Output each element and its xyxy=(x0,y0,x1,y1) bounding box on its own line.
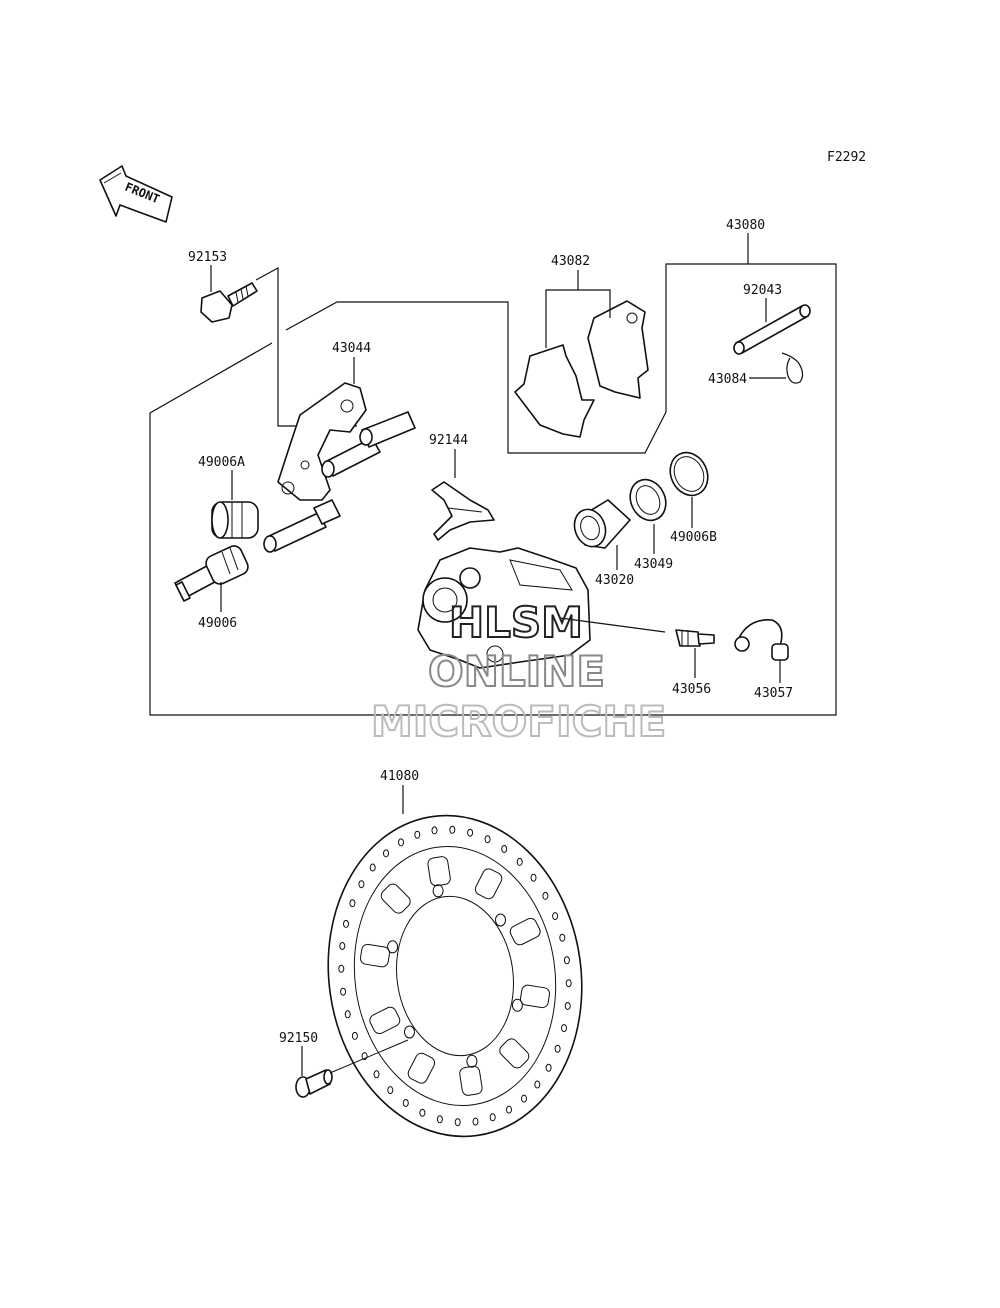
disc-window xyxy=(369,1006,401,1035)
disc-vent-hole xyxy=(521,1094,527,1103)
piston-43020 xyxy=(573,499,631,549)
disc-vent-hole xyxy=(369,863,376,872)
disc-vent-hole xyxy=(344,1010,351,1019)
part-label-49006: 49006 xyxy=(198,616,237,631)
caliper-assembly-outline xyxy=(149,263,837,716)
disc-vent-hole xyxy=(339,942,346,950)
disc-vent-hole xyxy=(552,912,559,921)
part-label-43057: 43057 xyxy=(754,686,793,701)
part-label-49006A: 49006A xyxy=(198,455,245,470)
disc-window xyxy=(509,917,541,946)
disc-vent-hole xyxy=(564,1002,571,1010)
part-label-49006B: 49006B xyxy=(670,530,717,545)
disc-vent-hole xyxy=(373,1070,380,1079)
part-label-92144: 92144 xyxy=(429,433,468,448)
disc-bolt-hole xyxy=(466,1054,478,1068)
brake-pads-43082 xyxy=(514,300,649,438)
disc-vent-hole xyxy=(561,1024,567,1033)
disc-vent-hole xyxy=(436,1115,443,1124)
disc-holes xyxy=(338,825,572,1127)
seal-49006b xyxy=(669,451,709,497)
part-label-92043: 92043 xyxy=(743,283,782,298)
front-arrow-icon: FRONT xyxy=(99,165,173,223)
disc-bolt-hole xyxy=(432,884,444,898)
part-label-43084: 43084 xyxy=(708,372,747,387)
disc-vent-hole xyxy=(501,845,508,853)
disc-vent-hole xyxy=(449,825,456,834)
disc-vent-hole xyxy=(454,1118,461,1127)
disc-vent-hole xyxy=(349,899,356,908)
disc-bolt-hole xyxy=(404,1025,415,1039)
disc-bolt-hole xyxy=(495,913,506,927)
boot-49006a xyxy=(211,501,259,539)
disc-window xyxy=(474,868,503,900)
disc-vent-hole xyxy=(419,1108,426,1117)
watermark-line3: MICROFICHE xyxy=(371,697,666,746)
disc-vent-hole xyxy=(387,1086,394,1095)
disc-bolt-hole xyxy=(387,940,399,954)
disc-vent-hole xyxy=(534,1080,541,1089)
brake-disc-41080 xyxy=(327,814,583,1138)
disc-vent-hole xyxy=(431,826,438,835)
bleed-cap-43057 xyxy=(734,619,789,661)
disc-vent-hole xyxy=(467,828,474,837)
disc-vent-hole xyxy=(563,956,570,965)
disc-vent-hole xyxy=(506,1105,512,1114)
part-label-43082: 43082 xyxy=(551,254,590,269)
disc-bolts xyxy=(387,884,523,1068)
part-label-43044: 43044 xyxy=(332,341,371,356)
disc-vent-hole xyxy=(472,1117,479,1126)
disc-window xyxy=(359,943,391,968)
pad-pin-92043 xyxy=(733,304,811,355)
part-label-92150: 92150 xyxy=(279,1031,318,1046)
disc-window xyxy=(459,1065,483,1096)
disc-window xyxy=(407,1052,436,1084)
disc-bolt-hole xyxy=(511,998,523,1012)
disc-windows xyxy=(359,856,551,1096)
disc-vent-hole xyxy=(351,1031,358,1040)
disc-window xyxy=(380,883,411,914)
slide-pin-49006 xyxy=(174,545,249,602)
watermark-line1: HLSM xyxy=(449,598,583,647)
disc-vent-hole xyxy=(559,933,566,942)
disc-vent-hole xyxy=(383,849,389,858)
bleed-valve-43056 xyxy=(675,629,715,647)
disc-window xyxy=(499,1038,530,1069)
part-label-92153: 92153 xyxy=(188,250,227,265)
disc-vent-hole xyxy=(361,1052,368,1061)
disc-vent-hole xyxy=(516,857,523,866)
caliper-body xyxy=(417,547,591,669)
pad-spring-92144 xyxy=(431,481,495,541)
part-label-43020: 43020 xyxy=(595,573,634,588)
disc-vent-hole xyxy=(340,987,347,996)
disc-vent-hole xyxy=(343,919,349,928)
disc-vent-hole xyxy=(565,979,572,988)
watermark-line2: ONLINE xyxy=(428,647,605,696)
disc-vent-hole xyxy=(489,1113,496,1122)
disc-window xyxy=(427,856,451,887)
disc-vent-hole xyxy=(484,835,491,844)
disc-bolt-92150 xyxy=(295,1039,409,1098)
disc-vent-hole xyxy=(398,838,404,847)
diagram-code: F2292 xyxy=(827,150,866,165)
part-label-41080: 41080 xyxy=(380,769,419,784)
part-label-43056: 43056 xyxy=(672,682,711,697)
seal-43049 xyxy=(629,478,667,522)
disc-vent-hole xyxy=(338,964,345,973)
disc-vent-hole xyxy=(358,880,365,889)
bolt-92153 xyxy=(200,282,258,323)
disc-vent-hole xyxy=(542,891,549,900)
disc-window xyxy=(519,984,551,1009)
disc-vent-hole xyxy=(402,1099,409,1107)
caliper-bracket-43044 xyxy=(263,382,416,553)
part-label-43049: 43049 xyxy=(634,557,673,572)
part-label-43080: 43080 xyxy=(726,218,765,233)
disc-vent-hole xyxy=(414,830,421,839)
disc-vent-hole xyxy=(545,1063,552,1072)
disc-vent-hole xyxy=(554,1044,561,1053)
disc-vent-hole xyxy=(530,873,537,882)
watermark: HLSM ONLINE MICROFICHE xyxy=(370,597,667,747)
pin-clip-43084 xyxy=(781,352,804,384)
